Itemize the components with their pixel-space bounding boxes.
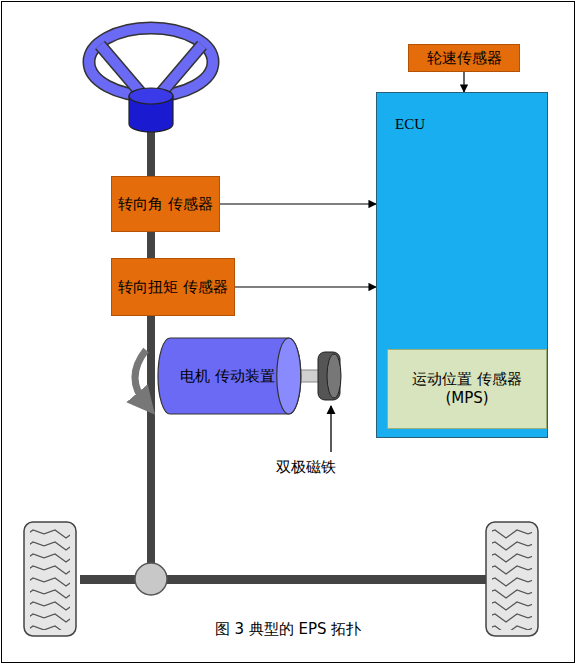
tire xyxy=(486,522,538,636)
signal-arrow xyxy=(220,203,376,204)
node-text: ECU xyxy=(395,115,425,134)
bipolar-magnet xyxy=(318,352,341,400)
sensor-box: 转向角 传感器 xyxy=(111,176,220,232)
part-label: 双极磁铁 xyxy=(276,458,336,477)
steering-wheel xyxy=(89,28,213,132)
node-text: 电机 传动装置 xyxy=(180,367,275,386)
tire xyxy=(24,522,76,636)
motor-cylinder: 电机 传动装置 xyxy=(158,338,301,414)
sensor-box: 转向扭矩 传感器 xyxy=(111,258,235,316)
signal-arrow xyxy=(463,72,464,92)
sensor-box: 轮速传感器 xyxy=(408,44,520,72)
node-text: 运动位置 传感器 (MPS) xyxy=(394,370,540,408)
rotation-arrow xyxy=(135,350,146,404)
leader-line xyxy=(330,406,331,452)
ecu-box: ECU 运动位置 传感器 (MPS) xyxy=(376,92,548,438)
steering-gear xyxy=(135,563,167,595)
node-text: 转向扭矩 传感器 xyxy=(118,278,228,297)
figure-caption: 图 3 典型的 EPS 拓扑 xyxy=(0,620,576,639)
node-text: 轮速传感器 xyxy=(427,49,502,68)
node-text: 转向角 传感器 xyxy=(118,195,213,214)
mps-box: 运动位置 传感器 (MPS) xyxy=(387,349,547,429)
signal-arrow xyxy=(235,286,376,287)
